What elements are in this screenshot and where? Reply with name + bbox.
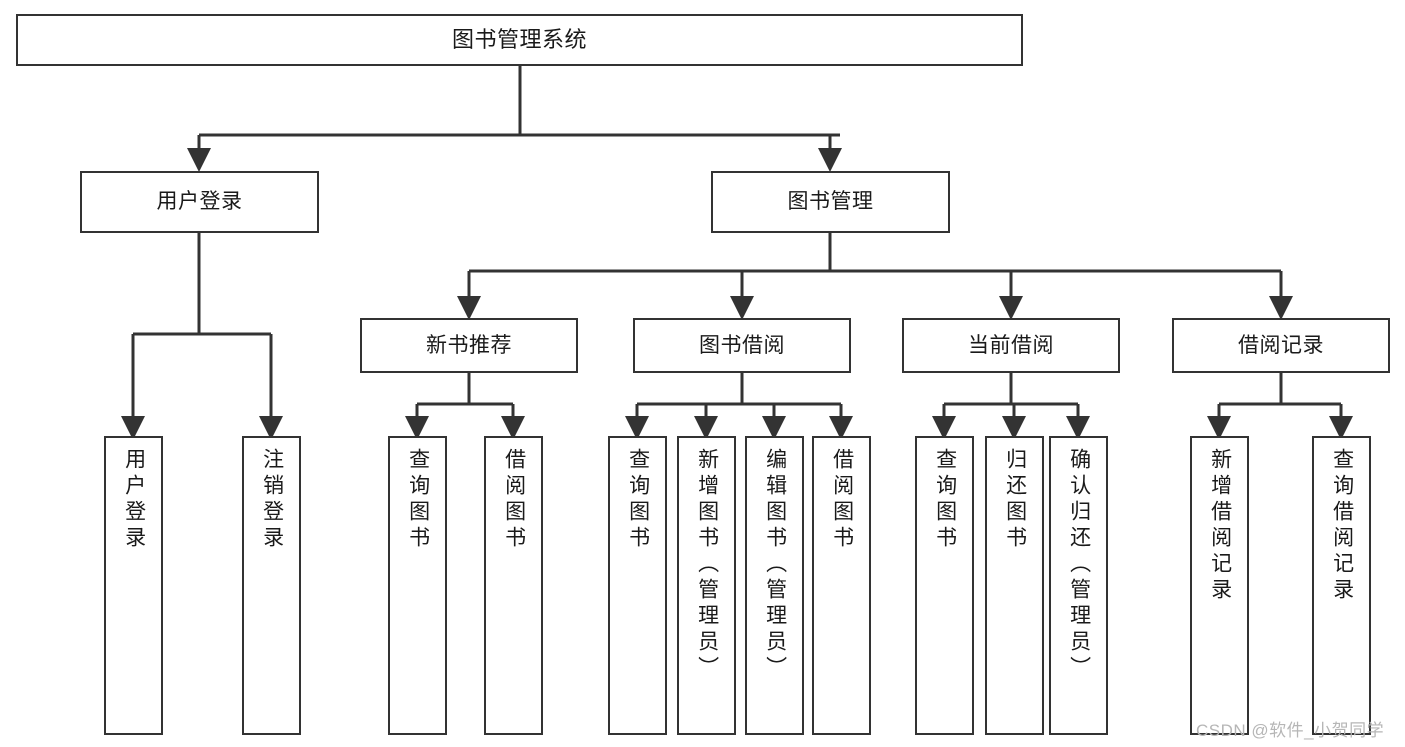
node-book-borrow[interactable]: 图书借阅 (633, 318, 851, 373)
node-root-label: 图书管理系统 (451, 26, 587, 52)
node-root[interactable]: 图书管理系统 (16, 14, 1023, 66)
node-leaf-add-book-label: 新增图书（管理员） (695, 448, 719, 682)
node-leaf-add-record[interactable]: 新增借阅记录 (1190, 436, 1249, 735)
node-leaf-edit-book-label: 编辑图书（管理员） (763, 448, 787, 682)
node-user-login[interactable]: 用户登录 (80, 171, 319, 233)
node-book-management-label: 图书管理 (787, 190, 874, 214)
node-leaf-add-book[interactable]: 新增图书（管理员） (677, 436, 736, 735)
node-leaf-borrow-book-1[interactable]: 借阅图书 (484, 436, 543, 735)
node-leaf-query-book-3-label: 查询图书 (933, 448, 957, 552)
node-leaf-query-record[interactable]: 查询借阅记录 (1312, 436, 1371, 735)
node-leaf-query-book-2-label: 查询图书 (626, 448, 650, 552)
node-leaf-user-login-label: 用户登录 (122, 448, 146, 552)
node-leaf-borrow-book-1-label: 借阅图书 (502, 448, 526, 552)
node-current-borrow[interactable]: 当前借阅 (902, 318, 1120, 373)
node-user-login-label: 用户登录 (156, 190, 243, 214)
node-leaf-confirm-return-label: 确认归还（管理员） (1067, 448, 1091, 682)
node-leaf-user-login[interactable]: 用户登录 (104, 436, 163, 735)
node-leaf-query-book-1[interactable]: 查询图书 (388, 436, 447, 735)
node-current-borrow-label: 当前借阅 (968, 333, 1054, 357)
node-leaf-return-book[interactable]: 归还图书 (985, 436, 1044, 735)
node-new-book-recommend[interactable]: 新书推荐 (360, 318, 578, 373)
node-leaf-add-record-label: 新增借阅记录 (1208, 448, 1232, 604)
node-leaf-borrow-book-2[interactable]: 借阅图书 (812, 436, 871, 735)
node-leaf-query-book-2[interactable]: 查询图书 (608, 436, 667, 735)
node-book-borrow-label: 图书借阅 (699, 333, 785, 357)
node-leaf-logout-login[interactable]: 注销登录 (242, 436, 301, 735)
node-leaf-confirm-return[interactable]: 确认归还（管理员） (1049, 436, 1108, 735)
node-borrow-record[interactable]: 借阅记录 (1172, 318, 1390, 373)
node-new-book-recommend-label: 新书推荐 (426, 333, 512, 357)
node-leaf-query-book-3[interactable]: 查询图书 (915, 436, 974, 735)
node-book-management[interactable]: 图书管理 (711, 171, 950, 233)
csdn-watermark: CSDN @软件_小贺同学 (1196, 721, 1385, 740)
node-leaf-return-book-label: 归还图书 (1003, 448, 1027, 552)
node-borrow-record-label: 借阅记录 (1238, 333, 1324, 357)
node-leaf-logout-login-label: 注销登录 (260, 448, 284, 552)
node-leaf-edit-book[interactable]: 编辑图书（管理员） (745, 436, 804, 735)
node-leaf-query-book-1-label: 查询图书 (406, 448, 430, 552)
node-leaf-query-record-label: 查询借阅记录 (1330, 448, 1354, 604)
node-leaf-borrow-book-2-label: 借阅图书 (830, 448, 854, 552)
